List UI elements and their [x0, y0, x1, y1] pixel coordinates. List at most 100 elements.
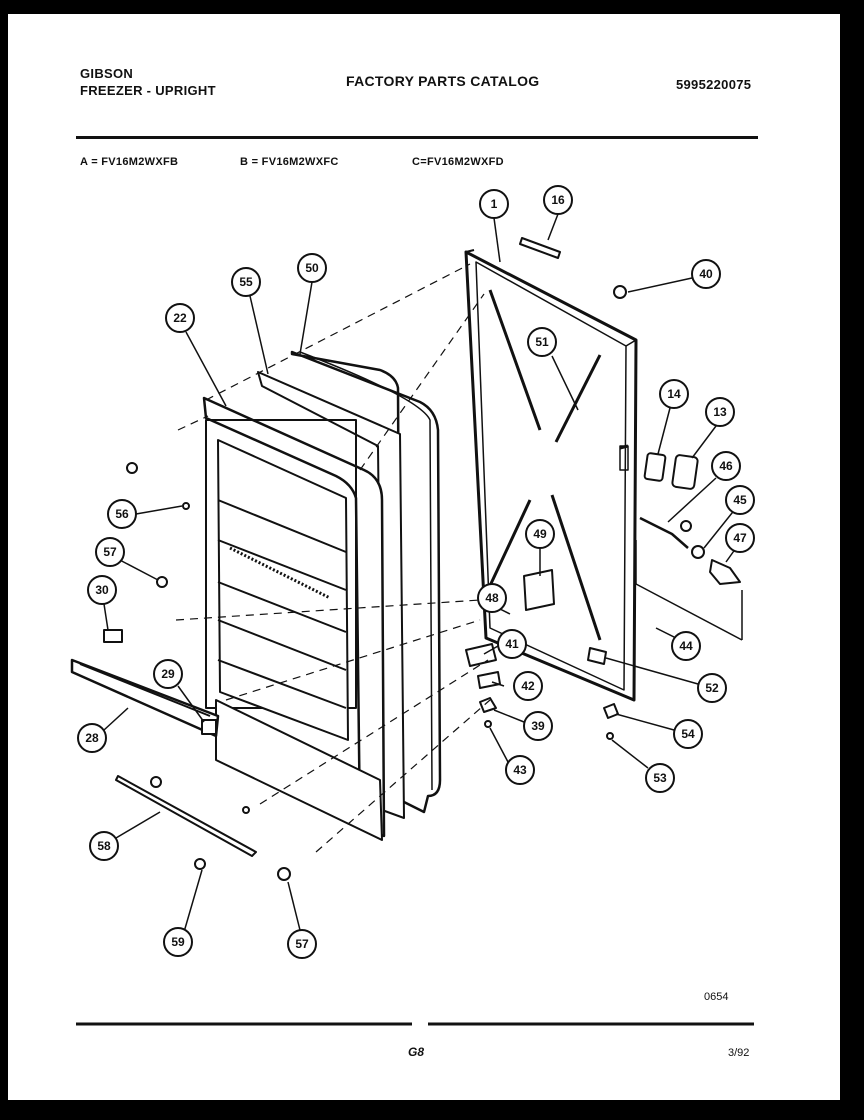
catalog-title: FACTORY PARTS CATALOG: [346, 73, 540, 89]
page-mark: G8: [408, 1045, 424, 1059]
callout-59: [163, 927, 193, 957]
screw-icon: [182, 502, 190, 510]
breaker-strip: [519, 237, 561, 259]
callout-51: [527, 327, 557, 357]
callout-label: 47: [733, 531, 747, 545]
callout-label: 1: [491, 197, 498, 211]
screw-icon: [156, 576, 168, 588]
callout-label: 52: [705, 681, 719, 695]
callout-label: 57: [295, 937, 309, 951]
callout-14: [659, 379, 689, 409]
header-rule: [76, 136, 758, 139]
callout-44: [671, 631, 701, 661]
revision-date: 3/92: [728, 1047, 749, 1059]
callout-label: 55: [239, 275, 253, 289]
lock-nut: [691, 545, 705, 559]
callout-29: [153, 659, 183, 689]
callout-label: 13: [713, 405, 727, 419]
callout-50: [297, 253, 327, 283]
callout-label: 28: [85, 731, 99, 745]
callout-label: 57: [103, 545, 117, 559]
hinge-42: [477, 671, 501, 689]
outer-door-panel: [464, 249, 638, 702]
callout-58: [89, 831, 119, 861]
door-shelf-bar: [70, 658, 220, 738]
callout-label: 22: [173, 311, 187, 325]
callout-label: 46: [719, 459, 733, 473]
hinge-41: [465, 643, 497, 667]
callout-48: [477, 583, 507, 613]
product-type: FREEZER - UPRIGHT: [80, 83, 216, 98]
callout-label: 16: [551, 193, 565, 207]
callout-22: [165, 303, 195, 333]
lock-key: [709, 559, 741, 585]
clip-30: [103, 629, 123, 643]
callout-53: [645, 763, 675, 793]
door-rod: [115, 775, 257, 857]
callout-label: 39: [531, 719, 545, 733]
callout-43: [505, 755, 535, 785]
callout-42: [513, 671, 543, 701]
callout-52: [697, 673, 727, 703]
callout-40: [691, 259, 721, 289]
model-a: A = FV16M2WXFB: [80, 156, 179, 168]
clip-29: [201, 719, 217, 735]
callout-label: 51: [535, 335, 549, 349]
callout-label: 29: [161, 667, 175, 681]
callout-49: [525, 519, 555, 549]
screw-icon: [150, 776, 162, 788]
callout-55: [231, 267, 261, 297]
callout-41: [497, 629, 527, 659]
bushing-54: [603, 703, 619, 719]
callout-label: 48: [485, 591, 499, 605]
callout-label: 59: [171, 935, 185, 949]
callout-46: [711, 451, 741, 481]
callout-label: 42: [521, 679, 535, 693]
callout-label: 58: [97, 839, 111, 853]
callout-30: [87, 575, 117, 605]
screw-icon: [242, 806, 250, 814]
screw-icon: [194, 858, 206, 870]
cam-52: [587, 647, 607, 665]
callout-label: 53: [653, 771, 667, 785]
callout-label: 56: [115, 507, 129, 521]
screw-icon: [277, 867, 291, 881]
screw-icon: [126, 462, 138, 474]
callout-57-lower: [287, 929, 317, 959]
callout-label: 50: [305, 261, 319, 275]
model-b: B = FV16M2WXFC: [240, 156, 339, 168]
figure-code: 0654: [704, 991, 728, 1003]
callout-label: 44: [679, 639, 693, 653]
door-backplate: [215, 699, 383, 841]
callout-label: 45: [733, 493, 747, 507]
callout-label: 43: [513, 763, 527, 777]
callout-13: [705, 397, 735, 427]
hinge-bracket: [523, 569, 555, 611]
callout-1: [479, 189, 509, 219]
screw-53: [606, 732, 614, 740]
callout-39: [523, 711, 553, 741]
screw-icon: [613, 285, 627, 299]
callout-label: 49: [533, 527, 547, 541]
callout-label: 40: [699, 267, 713, 281]
callout-45: [725, 485, 755, 515]
callout-28: [77, 723, 107, 753]
callout-label: 41: [505, 637, 519, 651]
screw-43: [484, 720, 492, 728]
callout-label: 54: [681, 727, 695, 741]
assembly-guide-lines: [175, 263, 491, 853]
callout-label: 30: [95, 583, 109, 597]
catalog-number: 5995220075: [676, 77, 752, 92]
callout-54: [673, 719, 703, 749]
callout-57-upper: [95, 537, 125, 567]
brand-name: GIBSON: [80, 66, 134, 81]
callout-leaders: [103, 213, 737, 933]
callout-label: 14: [667, 387, 681, 401]
callout-44-bracket: [635, 540, 743, 641]
lock-washer: [680, 520, 692, 532]
callout-56: [107, 499, 137, 529]
callout-47: [725, 523, 755, 553]
lock-rod: [639, 516, 689, 549]
